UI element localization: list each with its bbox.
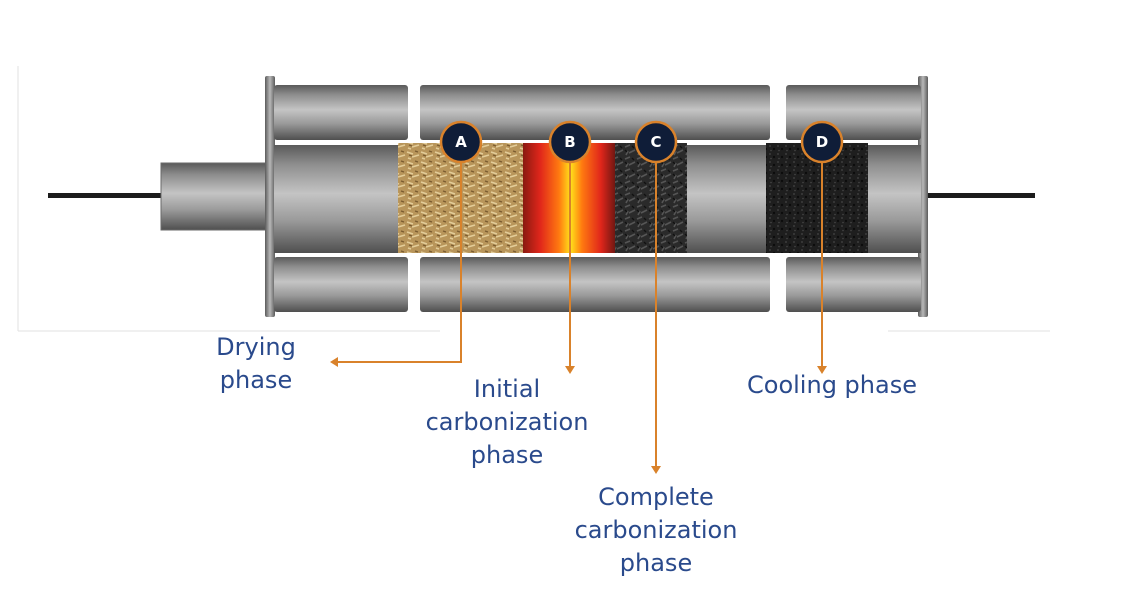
arrow-initial <box>565 163 575 374</box>
drive-hub <box>160 162 270 231</box>
marker-c: C <box>634 120 678 164</box>
arrow-drying <box>330 163 462 367</box>
jacket-top-1 <box>274 85 408 140</box>
marker-d: D <box>800 120 844 164</box>
jacket-top-2 <box>420 85 770 140</box>
right-shaft <box>925 193 1035 198</box>
left-flange <box>265 76 275 317</box>
jacket-bottom-1 <box>274 257 408 312</box>
left-shaft <box>48 193 164 198</box>
marker-b: B <box>548 120 592 164</box>
marker-d-label: D <box>816 133 828 151</box>
marker-c-label: C <box>650 133 661 151</box>
marker-b-label: B <box>564 133 575 151</box>
jacket-bottom-2 <box>420 257 770 312</box>
cooling-phase-label: Cooling phase <box>747 371 917 399</box>
marker-a-label: A <box>455 133 467 151</box>
arrow-cooling <box>817 163 827 374</box>
jacket-bottom-3 <box>786 257 921 312</box>
marker-a: A <box>439 120 483 164</box>
arrow-complete <box>651 163 661 474</box>
